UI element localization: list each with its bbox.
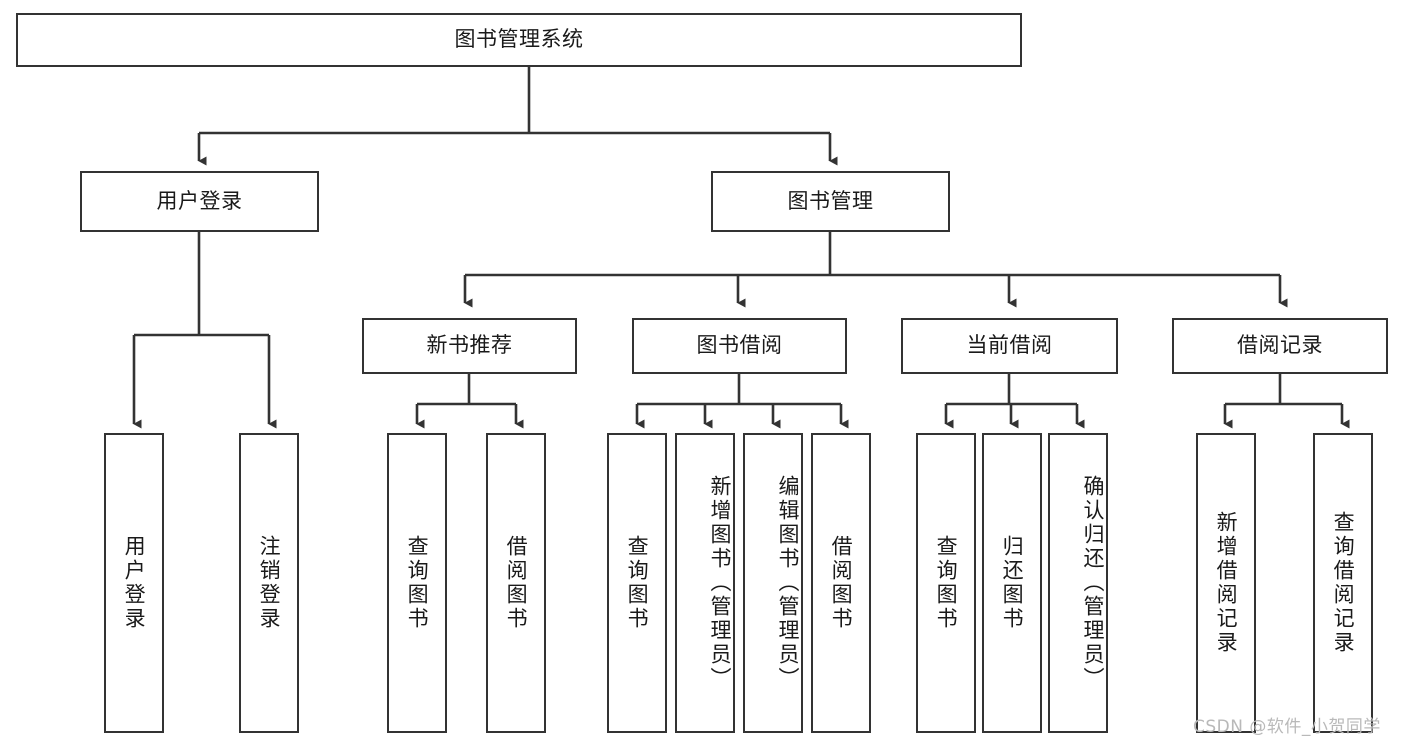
- leaf-query-book-1-label: 查询图书: [405, 535, 430, 631]
- leaf-query-borrow-record-label: 查询借阅记录: [1331, 511, 1356, 655]
- node-user-login-label: 用户登录: [156, 188, 243, 213]
- node-root-label: 图书管理系统: [454, 27, 584, 52]
- leaf-add-book-label: 新增图书（管理员）: [708, 475, 732, 691]
- node-book-borrow[interactable]: 图书借阅: [632, 318, 847, 374]
- leaf-edit-book-label: 编辑图书（管理员）: [776, 475, 800, 691]
- node-book-management[interactable]: 图书管理: [711, 171, 950, 232]
- leaf-logout-login-label: 注销登录: [257, 535, 282, 631]
- leaf-user-login[interactable]: 用户登录: [104, 433, 164, 733]
- leaf-user-login-label: 用户登录: [122, 535, 147, 631]
- leaf-query-book-3[interactable]: 查询图书: [916, 433, 976, 733]
- leaf-confirm-return-label: 确认归还（管理员）: [1081, 475, 1105, 691]
- leaf-add-borrow-record-label: 新增借阅记录: [1214, 511, 1239, 655]
- leaf-query-book-3-label: 查询图书: [934, 535, 959, 631]
- node-user-login[interactable]: 用户登录: [80, 171, 319, 232]
- node-current-borrow[interactable]: 当前借阅: [901, 318, 1118, 374]
- leaf-borrow-book-1-label: 借阅图书: [504, 535, 529, 631]
- leaf-query-book-2[interactable]: 查询图书: [607, 433, 667, 733]
- leaf-query-borrow-record[interactable]: 查询借阅记录: [1313, 433, 1373, 733]
- leaf-return-book[interactable]: 归还图书: [982, 433, 1042, 733]
- node-book-management-label: 图书管理: [787, 188, 874, 213]
- node-current-borrow-label: 当前借阅: [966, 333, 1053, 358]
- leaf-query-book-1[interactable]: 查询图书: [387, 433, 447, 733]
- leaf-borrow-book-2-label: 借阅图书: [829, 535, 854, 631]
- leaf-query-book-2-label: 查询图书: [625, 535, 650, 631]
- leaf-return-book-label: 归还图书: [1000, 535, 1025, 631]
- leaf-borrow-book-1[interactable]: 借阅图书: [486, 433, 546, 733]
- node-new-book-recommend[interactable]: 新书推荐: [362, 318, 577, 374]
- leaf-borrow-book-2[interactable]: 借阅图书: [811, 433, 871, 733]
- leaf-add-book[interactable]: 新增图书（管理员）: [675, 433, 735, 733]
- leaf-logout-login[interactable]: 注销登录: [239, 433, 299, 733]
- node-borrow-record[interactable]: 借阅记录: [1172, 318, 1388, 374]
- node-borrow-record-label: 借阅记录: [1237, 333, 1323, 358]
- node-root[interactable]: 图书管理系统: [16, 13, 1022, 67]
- node-new-book-recommend-label: 新书推荐: [426, 333, 513, 358]
- leaf-add-borrow-record[interactable]: 新增借阅记录: [1196, 433, 1256, 733]
- node-book-borrow-label: 图书借阅: [696, 333, 783, 358]
- leaf-confirm-return[interactable]: 确认归还（管理员）: [1048, 433, 1108, 733]
- leaf-edit-book[interactable]: 编辑图书（管理员）: [743, 433, 803, 733]
